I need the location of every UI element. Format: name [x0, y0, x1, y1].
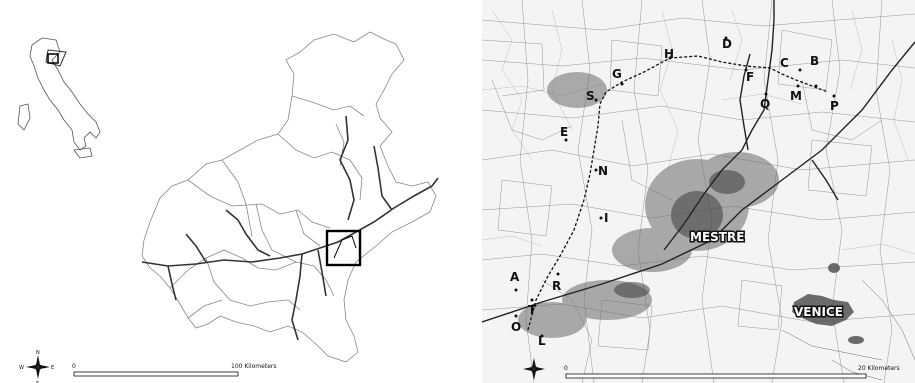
- site-label-f: F: [746, 70, 754, 84]
- site-label-q: Q: [760, 97, 770, 111]
- study-area-box: [325, 229, 362, 267]
- site-label-n: N: [598, 164, 608, 178]
- site-label-l: L: [538, 334, 546, 348]
- overview-map-panel: N S E W 0 100 Kilometers: [17, 31, 439, 383]
- site-label-p: P: [830, 99, 839, 113]
- site-label-b: B: [810, 54, 819, 68]
- italy-inset: [17, 37, 101, 159]
- venice-island: [792, 263, 864, 344]
- detail-map-svg: A B C D E F G H I L M N O P Q R S T MEST…: [482, 0, 915, 383]
- city-label-mestre: MESTRE: [690, 230, 744, 244]
- compass-west-label: W: [19, 365, 24, 371]
- detail-scale-bar: 0 20 Kilometers: [564, 365, 900, 379]
- detail-compass-rose-icon: [523, 358, 545, 380]
- overview-scale-start: 0: [72, 363, 76, 370]
- site-label-r: R: [552, 279, 561, 293]
- site-label-s: S: [586, 89, 595, 103]
- city-label-venice: VENICE: [794, 305, 843, 319]
- site-label-i: I: [604, 211, 608, 225]
- site-label-group: A B C D E F G H I L M N O P Q R S T: [510, 37, 839, 348]
- highway-network: [141, 115, 439, 341]
- site-label-d: D: [722, 37, 732, 51]
- site-label-a: A: [510, 270, 520, 284]
- compass-south-label: S: [36, 381, 39, 383]
- site-label-t: T: [528, 303, 537, 317]
- overview-map-svg: N S E W 0 100 Kilometers: [17, 31, 439, 383]
- detail-scale-end: 20 Kilometers: [858, 365, 900, 372]
- site-label-c: C: [780, 56, 789, 70]
- site-label-g: G: [612, 67, 622, 81]
- site-label-h: H: [664, 47, 674, 61]
- compass-rose-icon: N S E W: [19, 350, 54, 383]
- overview-scale-end: 100 Kilometers: [231, 363, 276, 370]
- detail-map-panel: A B C D E F G H I L M N O P Q R S T MEST…: [482, 0, 915, 383]
- site-label-m: M: [790, 89, 802, 103]
- detail-scale-start: 0: [564, 365, 568, 372]
- site-label-o: O: [511, 320, 521, 334]
- compass-north-label: N: [36, 350, 40, 356]
- overview-scale-bar: 0 100 Kilometers: [72, 363, 276, 377]
- site-markers: [514, 36, 836, 338]
- survey-route: [527, 55, 829, 331]
- veneto-region: [141, 31, 437, 363]
- compass-east-label: E: [51, 365, 54, 371]
- site-label-e: E: [560, 125, 568, 139]
